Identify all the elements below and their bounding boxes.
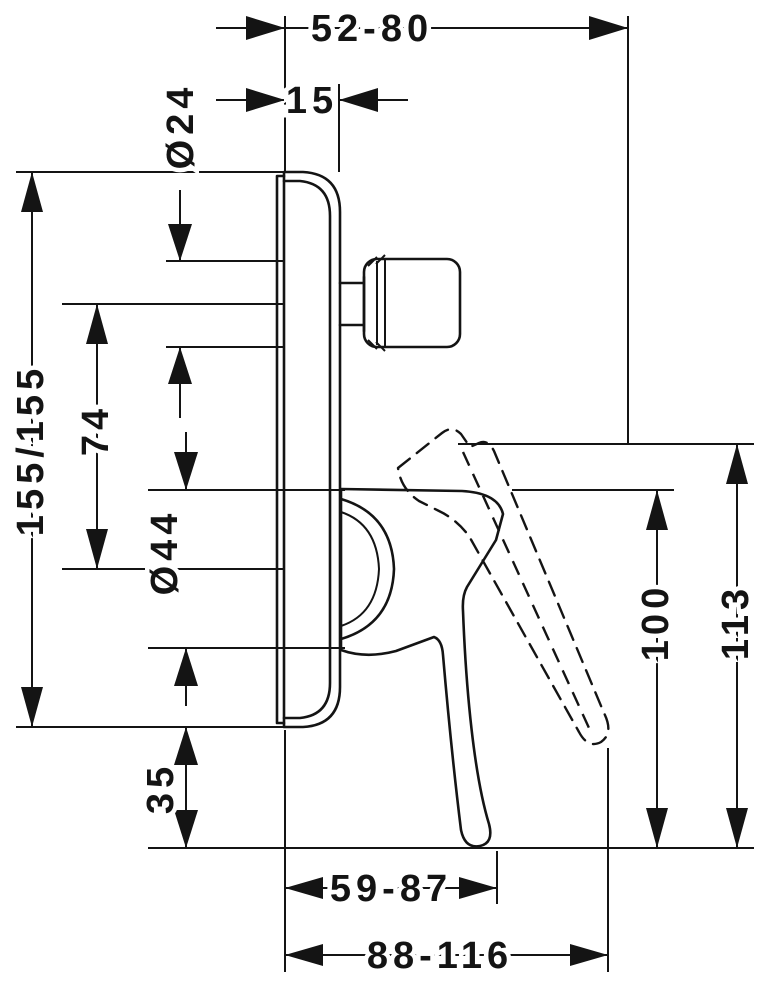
dimension-overall-height	[726, 444, 748, 848]
dim-label-reach-range: 88-116	[367, 935, 513, 977]
dimension-below-plate	[174, 727, 198, 848]
lever-handle-dashed-position	[396, 428, 610, 746]
dimension-top-span	[216, 16, 628, 40]
dim-label-plate-depth: 15	[286, 80, 338, 122]
dimension-handle-height	[646, 490, 668, 848]
dim-label-plate-size: 155/155	[10, 364, 52, 536]
dimension-stem-diameter	[168, 190, 192, 418]
dimension-reach-solid	[285, 877, 497, 899]
lever-handle	[339, 487, 505, 848]
dim-label-top-span: 52-80	[311, 8, 433, 50]
dim-label-axis-distance: 74	[75, 404, 117, 456]
dimension-plate-depth	[216, 88, 408, 112]
dim-label-escutcheon-diameter: Ø44	[144, 509, 186, 596]
dimension-labels: 52-80 15 Ø24 155/155 74 Ø44 35 100 113 5…	[6, 4, 761, 982]
extension-lines	[16, 16, 754, 972]
dimension-escutcheon-diameter	[174, 432, 198, 706]
dim-label-reach-solid: 59-87	[330, 868, 452, 910]
dimension-plate-size	[21, 172, 43, 727]
control-stem	[338, 254, 462, 352]
dimension-axis-distance	[86, 304, 108, 569]
dim-label-stem-diameter: Ø24	[160, 83, 202, 170]
dim-label-handle-height: 100	[635, 583, 677, 661]
escutcheon-plate	[275, 170, 342, 729]
dimension-reach-range	[285, 944, 608, 966]
dim-label-overall-height: 113	[715, 584, 757, 660]
dim-label-below-plate: 35	[140, 762, 182, 814]
